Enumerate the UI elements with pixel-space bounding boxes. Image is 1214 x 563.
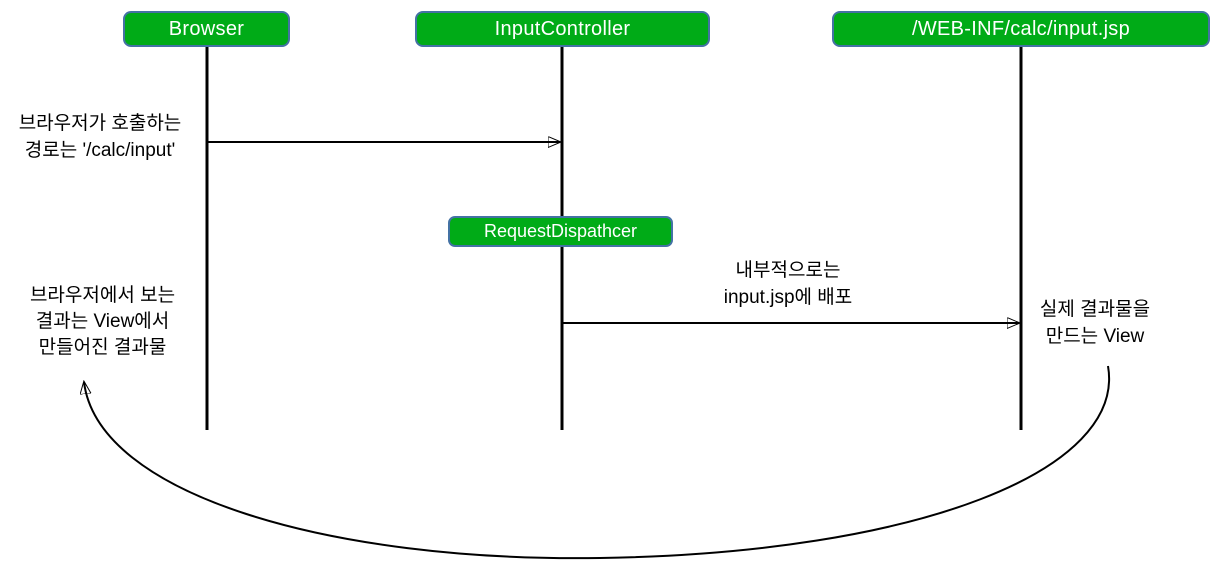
participant-box-input-jsp: /WEB-INF/calc/input.jsp [832,11,1210,47]
note-result-line1: 브라우저에서 보는 [29,285,176,306]
note-view-line1: 실제 결과물을 [1039,299,1151,320]
response-return-curve-arrow [84,365,1111,560]
note-request-path-line1: 브라우저가 호출하는 [18,113,182,134]
participant-label-input-controller: InputController [494,17,631,40]
note-request-path: 브라우저가 호출하는 경로는 '/calc/input' [0,110,200,164]
request-dispatcher-box: RequestDispathcer [448,216,673,247]
participant-box-browser: Browser [123,11,290,47]
note-forward-line2: input.jsp에 배포 [723,287,853,308]
note-view: 실제 결과물을 만드는 View [1015,296,1175,350]
participant-box-input-controller: InputController [415,11,710,47]
note-request-path-line2: 경로는 '/calc/input' [24,140,176,161]
participant-label-browser: Browser [168,17,245,40]
note-view-line2: 만드는 View [1045,326,1145,347]
note-result: 브라우저에서 보는 결과는 View에서 만들어진 결과물 [0,283,205,361]
note-result-line3: 만들어진 결과물 [38,337,167,358]
note-result-line2: 결과는 View에서 [35,311,170,332]
request-dispatcher-label: RequestDispathcer [483,221,638,241]
note-forward-line1: 내부적으로는 [735,260,841,281]
note-forward: 내부적으로는 input.jsp에 배포 [688,257,888,311]
participant-label-input-jsp: /WEB-INF/calc/input.jsp [911,17,1131,40]
